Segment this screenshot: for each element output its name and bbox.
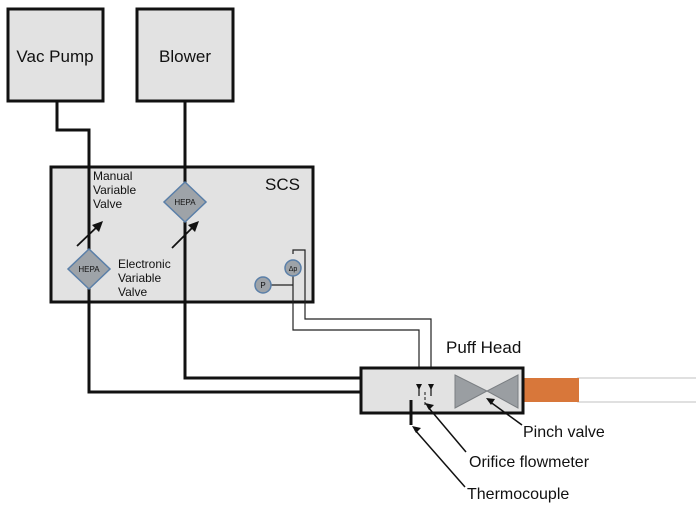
hepa-blower-label: HEPA bbox=[174, 198, 196, 207]
orifice-leader bbox=[427, 406, 467, 453]
pinch-valve bbox=[454, 374, 489, 409]
scs-label: SCS bbox=[265, 175, 300, 194]
electronic-valve-label-2: Variable bbox=[118, 271, 161, 285]
vac-pump-box bbox=[6, 7, 105, 103]
thermocouple-leader-arrow bbox=[412, 426, 421, 433]
blower-box bbox=[135, 7, 235, 103]
orifice-tap-arrow-right bbox=[428, 384, 434, 390]
dp-tube-a bbox=[292, 249, 432, 388]
orifice-leader-arrow bbox=[425, 403, 434, 410]
dp-sensor-label: Δp bbox=[289, 266, 298, 273]
hepa-vac-label: HEPA bbox=[78, 265, 100, 274]
thermocouple-label: Thermocouple bbox=[467, 486, 569, 503]
vac-pump-label: Vac Pump bbox=[16, 47, 93, 66]
thermocouple-leader bbox=[414, 429, 466, 488]
pinch-valve-right bbox=[485, 374, 519, 409]
manual-valve-arrowhead bbox=[92, 221, 103, 232]
pinch-valve-leader-arrow bbox=[486, 398, 495, 405]
electronic-valve-label-1: Electronic bbox=[118, 257, 171, 271]
hepa-filter-vac bbox=[66, 247, 112, 291]
manual-valve-label-1: Manual bbox=[93, 169, 132, 183]
puff-head-label: Puff Head bbox=[446, 338, 521, 357]
vac-pump-line bbox=[55, 99, 366, 394]
orifice-flowmeter-label: Orifice flowmeter bbox=[469, 454, 590, 471]
pressure-sensor-label: P bbox=[260, 281, 265, 290]
manual-valve-label-2: Variable bbox=[93, 183, 136, 197]
orifice-tap-arrow-left bbox=[416, 384, 422, 390]
pinch-valve-label: Pinch valve bbox=[523, 424, 605, 441]
hepa-filter-blower bbox=[162, 180, 208, 224]
cigarette-body bbox=[577, 377, 696, 403]
manual-valve-label-3: Valve bbox=[93, 197, 122, 211]
pressure-sensor bbox=[254, 276, 272, 294]
dp-sensor bbox=[284, 259, 302, 277]
electronic-valve-arrowhead bbox=[188, 221, 199, 232]
cigarette-filter bbox=[523, 378, 579, 402]
blower-label: Blower bbox=[159, 47, 211, 66]
electronic-valve-label-3: Valve bbox=[118, 285, 147, 299]
pinch-valve-leader bbox=[488, 400, 523, 426]
